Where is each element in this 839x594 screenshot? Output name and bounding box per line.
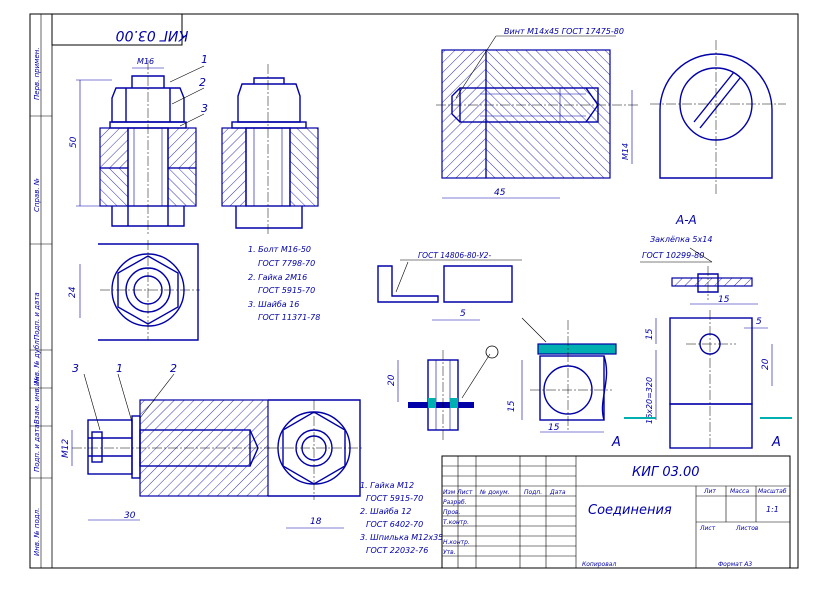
stamp-row-label: Н.контр.: [443, 539, 470, 546]
stamp-scale: 1:1: [766, 505, 779, 514]
side-label: Справ. №: [33, 178, 41, 212]
rivet-callout: Заклёпка 5х14: [650, 235, 712, 244]
stamp-sheets: Листов: [735, 525, 759, 532]
stud-width-dim: 18: [310, 517, 322, 527]
screw-callout: Винт М14х45 ГОСТ 17475-80: [504, 27, 624, 36]
corner-code-box: [51, 13, 183, 46]
stamp-row-label: Т.контр.: [443, 519, 469, 526]
bolt-note: 2. Гайка 2М16: [248, 273, 307, 282]
stud-note: 3. Шпилька М12х35: [360, 533, 443, 542]
side-label: Взам. инв. №: [33, 376, 41, 424]
rivet-dim-15b: 15: [645, 328, 655, 340]
side-label: Инв. № подл.: [33, 508, 41, 556]
bolt-note: ГОСТ 5915-70: [258, 286, 315, 295]
leader-2: 2: [199, 76, 206, 89]
side-label: Инв. № дубл.: [33, 338, 41, 386]
stamp-col-sign: Подп.: [524, 489, 542, 496]
side-label: Подп. и дата: [33, 292, 41, 340]
title-block: Изм Лист № докум. Подп. Дата Разраб. Про…: [441, 455, 791, 569]
cut-label-left: А: [611, 435, 621, 450]
rivet-standard: ГОСТ 10299-80: [642, 251, 704, 260]
weld-dim-15: 15: [507, 400, 517, 412]
corner-code: КИГ 03.00: [116, 27, 189, 43]
rivet-dim-20: 20: [761, 358, 771, 370]
stamp-copied: Копировал: [582, 561, 616, 568]
stud-thread-dim: М12: [61, 439, 71, 458]
stud-length-dim: 30: [124, 511, 136, 521]
cut-label-right: А: [771, 435, 781, 450]
stamp-sheet: Лист: [699, 525, 716, 532]
bolt-connection-view: М16 50 1 2 3 24 1. Болт М16-50: [68, 53, 320, 341]
rivet-step-dim: 16x20=320: [645, 377, 654, 424]
stamp-col-doc: № докум.: [479, 489, 510, 496]
side-label: Перв. примен.: [33, 47, 41, 100]
screw-connection-view: Винт М14х45 ГОСТ 17475-80 45 М14: [436, 27, 786, 199]
stamp-col-mass: Масса: [730, 488, 749, 495]
stamp-col-date: Дата: [549, 489, 566, 496]
stamp-designation: КИГ 03.00: [632, 465, 700, 480]
screw-length-dim: 45: [494, 188, 506, 198]
bolt-thread-dim: М16: [137, 57, 154, 66]
stamp-row-label: Разраб.: [443, 499, 467, 506]
bolt-note: 3. Шайба 16: [248, 300, 299, 309]
bolt-note: ГОСТ 7798-70: [258, 259, 315, 268]
stud-leader-1: 1: [116, 362, 123, 375]
screw-thread-dim: М14: [621, 143, 630, 160]
weld-dim-5: 5: [460, 309, 466, 319]
stud-leader-2: 2: [170, 362, 177, 375]
rivet-dim-5: 5: [756, 317, 762, 327]
rivet-connection-view: А-А Заклёпка 5х14 ГОСТ 10299-80 15 15 5 …: [611, 213, 792, 450]
bolt-note: 1. Болт М16-50: [248, 245, 311, 254]
bolt-note: ГОСТ 11371-78: [258, 313, 320, 322]
stud-note: ГОСТ 6402-70: [366, 520, 423, 529]
stud-note: ГОСТ 22032-76: [366, 546, 428, 555]
stud-note: ГОСТ 5915-70: [366, 494, 423, 503]
stamp-format: Формат А3: [718, 561, 752, 568]
stud-note: 2. Шайба 12: [360, 507, 411, 516]
weld-standard: ГОСТ 14806-80-У2-: [418, 251, 491, 260]
side-label: Подп. и дата: [33, 424, 41, 472]
stud-connection-view: 30 М12 3 1 2 18 1. Гайка М12 ГОСТ 5915-7…: [61, 362, 443, 555]
stamp-row-label: Пров.: [443, 509, 461, 516]
weld-dim-20: 20: [387, 374, 397, 386]
bolt-length-dim: 50: [69, 136, 79, 148]
stud-note: 1. Гайка М12: [360, 481, 414, 490]
bolt-width-dim: 24: [68, 286, 78, 298]
section-title: А-А: [675, 213, 697, 227]
leader-3: 3: [201, 102, 208, 115]
stamp-title: Соединения: [588, 503, 672, 518]
stud-leader-3: 3: [72, 362, 79, 375]
stamp-row-label: Утв.: [443, 549, 456, 556]
rivet-dim-15: 15: [718, 295, 730, 305]
weld-dim-15b: 15: [548, 423, 560, 433]
stamp-col-scale: Масштаб: [758, 488, 787, 495]
side-stamp-column: Перв. примен. Справ. № Подп. и дата Инв.…: [29, 13, 53, 569]
stamp-row-label: Изм Лист: [443, 489, 473, 496]
stamp-col-lit: Лит: [703, 488, 716, 495]
leader-1: 1: [201, 53, 208, 66]
weld-connection-view: ГОСТ 14806-80-У2- 5 20 15 15: [377, 251, 617, 440]
